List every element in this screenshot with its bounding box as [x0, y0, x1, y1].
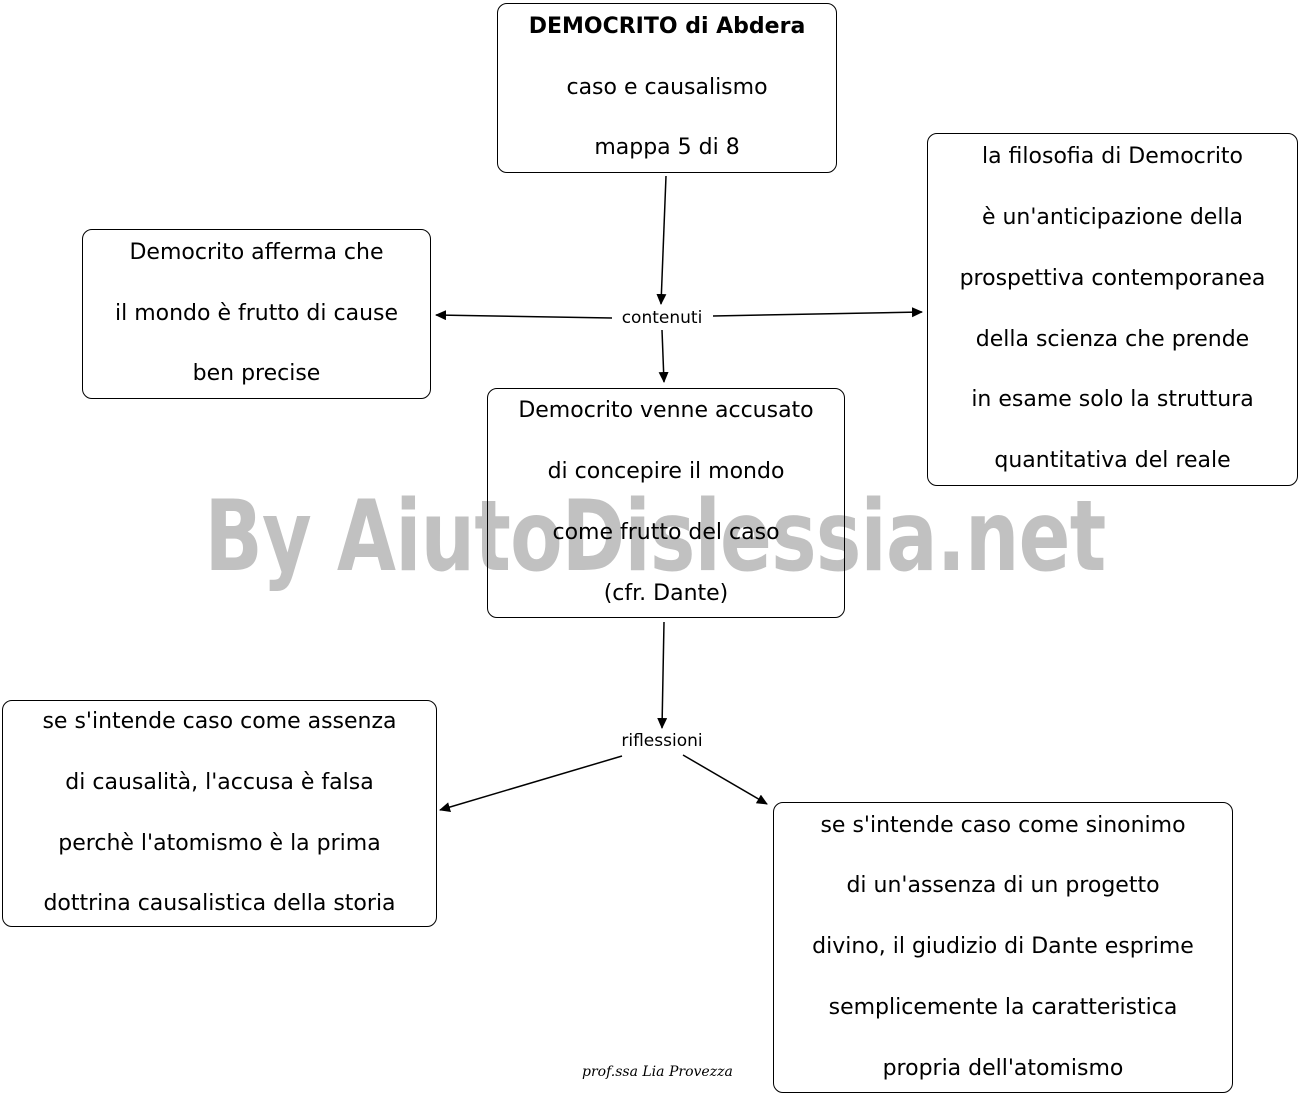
- node-cause-line: Democrito afferma che: [129, 239, 384, 265]
- node-accusation-line: di concepire il mondo: [547, 459, 785, 485]
- node-title-line: mappa 5 di 8: [594, 135, 740, 161]
- link-label-contenuti: contenuti: [617, 307, 707, 329]
- node-anticipation-line: prospettiva contemporanea: [959, 265, 1266, 291]
- node-title-line: caso e causalismo: [566, 74, 768, 100]
- node-false-accusation-line: di causalità, l'accusa è falsa: [65, 769, 374, 795]
- watermark: By AiutoDislessia.net: [204, 480, 1107, 594]
- node-title-line: DEMOCRITO di Abdera: [528, 13, 806, 39]
- node-anticipation-line: della scienza che prende: [975, 326, 1250, 352]
- node-cause-line: ben precise: [192, 361, 321, 387]
- node-dante-judgement-line: se s'intende caso come sinonimo: [820, 812, 1186, 838]
- edge-riflessioni-to-dante-judgement: [682, 754, 768, 805]
- node-anticipation-line: quantitativa del reale: [994, 448, 1231, 474]
- node-dante-judgement: se s'intende caso come sinonimo di un'as…: [773, 802, 1233, 1093]
- node-false-accusation: se s'intende caso come assenza di causal…: [2, 700, 437, 927]
- node-false-accusation-line: perchè l'atomismo è la prima: [58, 830, 381, 856]
- edge-accusation-to-riflessioni: [657, 621, 668, 729]
- node-cause-line: il mondo è frutto di cause: [114, 300, 399, 326]
- edge-contenuti-to-cause: [435, 310, 613, 321]
- node-anticipation: la filosofia di Democrito è un'anticipaz…: [927, 133, 1298, 486]
- node-accusation-line: Democrito venne accusato: [518, 398, 814, 424]
- node-dante-judgement-line: semplicemente la caratteristica: [828, 994, 1178, 1020]
- node-anticipation-line: è un'anticipazione della: [981, 204, 1244, 230]
- node-accusation-line: come frutto del caso: [552, 520, 780, 545]
- node-dante-judgement-line: divino, il giudizio di Dante esprime: [812, 934, 1194, 960]
- link-label-riflessioni: riflessioni: [617, 730, 707, 752]
- edge-contenuti-to-anticipation: [712, 307, 923, 318]
- node-dante-judgement-line: di un'assenza di un progetto: [846, 873, 1160, 899]
- node-cause: Democrito afferma che il mondo è frutto …: [82, 229, 431, 399]
- node-anticipation-line: in esame solo la struttura: [971, 387, 1254, 413]
- author-signature: prof.ssa Lia Provezza: [582, 1064, 733, 1080]
- edge-riflessioni-to-false-accusation: [439, 755, 623, 812]
- node-anticipation-line: la filosofia di Democrito: [981, 144, 1244, 170]
- node-false-accusation-line: se s'intende caso come assenza: [42, 708, 397, 734]
- node-false-accusation-line: dottrina causalistica della storia: [43, 891, 396, 917]
- node-title: DEMOCRITO di Abdera caso e causalismo ma…: [497, 3, 837, 173]
- node-dante-judgement-line: propria dell'atomismo: [882, 1055, 1124, 1081]
- node-accusation-line: (cfr. Dante): [603, 580, 729, 606]
- edge-title-to-contenuti: [656, 175, 667, 305]
- edge-contenuti-to-accusation: [658, 329, 669, 383]
- node-accusation: Democrito venne accusato di concepire il…: [487, 388, 845, 618]
